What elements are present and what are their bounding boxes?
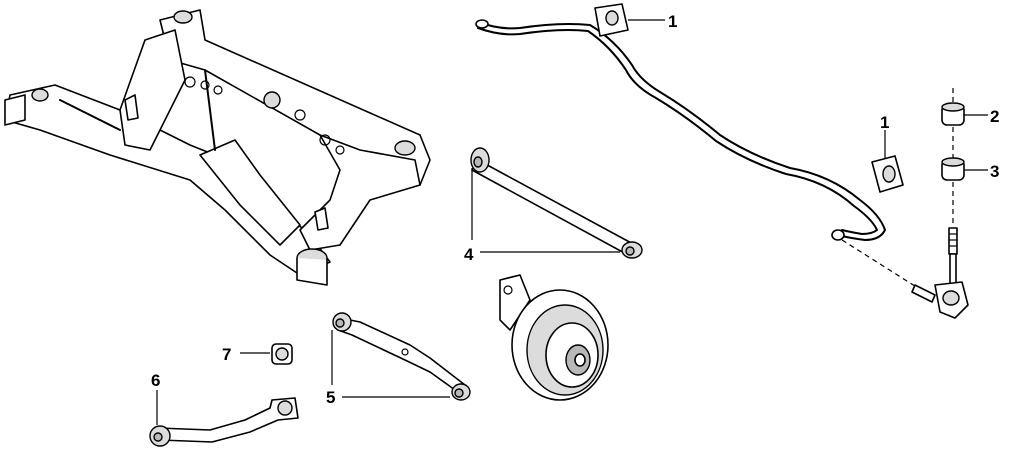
callout-1-lower: 1 xyxy=(880,113,889,132)
hub-knuckle xyxy=(499,274,609,401)
callout-4: 4 xyxy=(464,245,474,264)
link-bushing-lower xyxy=(941,157,965,181)
rear-subframe xyxy=(4,9,431,286)
callout-7: 7 xyxy=(222,345,231,364)
stabilizer-bushing-upper xyxy=(594,3,629,37)
callout-1-upper: 1 xyxy=(668,12,677,31)
link-bushing-upper xyxy=(941,102,965,126)
leader-lines xyxy=(156,19,988,425)
callout-6: 6 xyxy=(151,371,160,390)
stabilizer-bushing-lower xyxy=(871,155,904,193)
callout-3: 3 xyxy=(990,162,999,181)
callout-2: 2 xyxy=(990,107,999,126)
link-bushing xyxy=(271,343,293,365)
callout-5: 5 xyxy=(326,388,335,407)
toe-link xyxy=(149,397,299,447)
lower-link xyxy=(332,312,471,401)
upper-link xyxy=(470,147,643,259)
stabilizer-bar xyxy=(475,19,886,241)
stabilizer-link xyxy=(841,88,969,319)
